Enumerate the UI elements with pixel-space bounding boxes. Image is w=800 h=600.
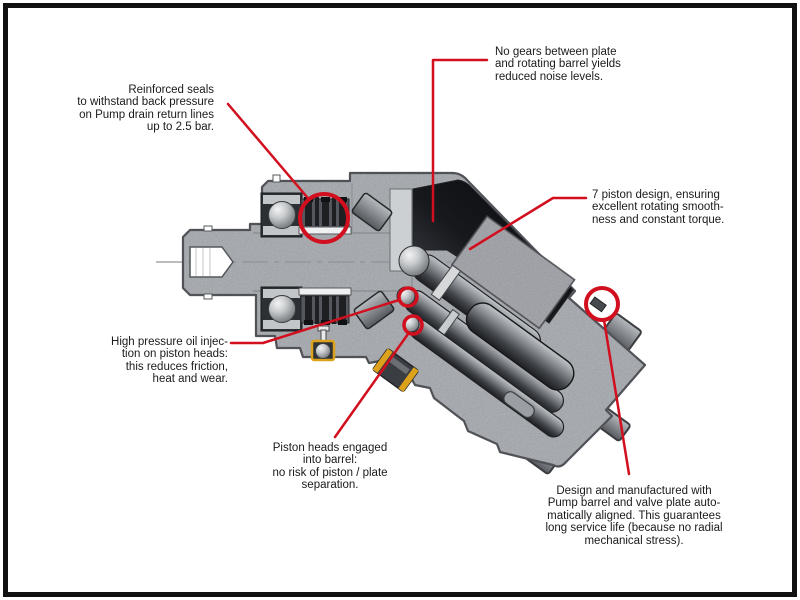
roller-top [351,192,393,232]
highlight-circle-piston-head-1 [397,286,419,308]
highlight-circle-valve-plate [584,286,620,322]
leader-line-piston-heads [333,332,410,439]
plate-junction-notch [589,296,607,313]
leader-line-reinforced-seals [226,102,309,199]
leader-line-oil-injection [229,298,401,345]
ball-bearing-bottom [260,286,303,332]
drain-ball-fitting [310,325,336,362]
callout-piston-heads: Piston heads engaged into barrel: no ris… [272,442,388,492]
callout-seven-piston: 7 piston design, ensuring excellent rota… [592,189,725,226]
rotating-barrel [450,215,576,330]
roller-bottom [353,290,395,330]
key-tick [203,293,213,300]
seal-stack-bottom [298,287,352,325]
piston-cluster [396,245,575,438]
highlight-circle-seals [298,192,350,244]
callout-auto-aligned: Design and manufactured with Pump barrel… [545,485,723,547]
annotations [226,58,631,476]
piston-ball-head [398,245,430,277]
leader-line-no-gears [431,58,489,223]
key-tick [203,225,213,232]
shaft-bore [189,246,234,278]
gold-plug-fitting [372,348,419,392]
leader-line-seven-piston [468,196,588,251]
key-tick [272,174,281,183]
callout-reinforced-seals: Reinforced seals to withstand back press… [77,84,214,134]
callout-oil-injection: High pressure oil injec- tion on piston … [111,336,228,386]
callout-no-gears: No gears between plate and rotating barr… [495,46,621,83]
pump-body [156,171,647,475]
ball-bearing-top [260,192,303,238]
highlight-circle-piston-head-2 [402,314,424,336]
leader-line-auto-aligned [602,318,631,476]
